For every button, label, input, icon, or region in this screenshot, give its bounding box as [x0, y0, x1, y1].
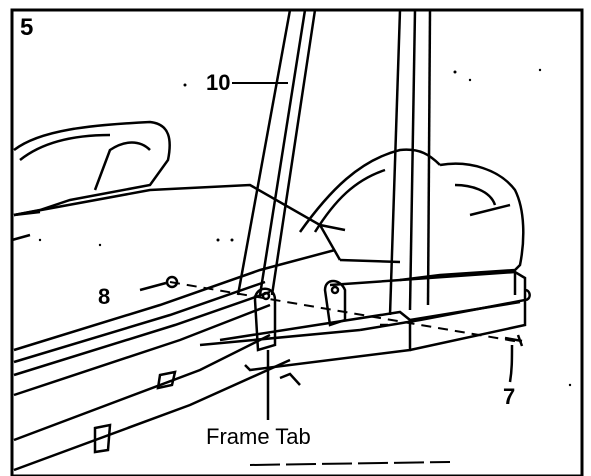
upright-left: [236, 8, 317, 296]
callout-10-upright: 10: [206, 70, 231, 95]
frame-tab-right: [323, 279, 347, 327]
nut-8: [139, 275, 179, 292]
bolt-alignment-line: [169, 281, 521, 343]
bolt-7: [504, 334, 524, 383]
step-number: 5: [20, 14, 34, 41]
deck-details: [93, 323, 388, 454]
bottom-edge-dashes: [249, 461, 451, 466]
callout-8-nut: 8: [98, 284, 111, 309]
scan-dots: [38, 68, 572, 387]
base-frame: [199, 270, 531, 372]
figure-border: [10, 8, 584, 476]
treadmill-deck: [11, 183, 346, 472]
upright-right: [388, 8, 432, 316]
callout-frame-tab: Frame Tab: [206, 424, 311, 449]
callout-7-bolt: 7: [503, 384, 516, 409]
frame-tab: [253, 287, 277, 420]
